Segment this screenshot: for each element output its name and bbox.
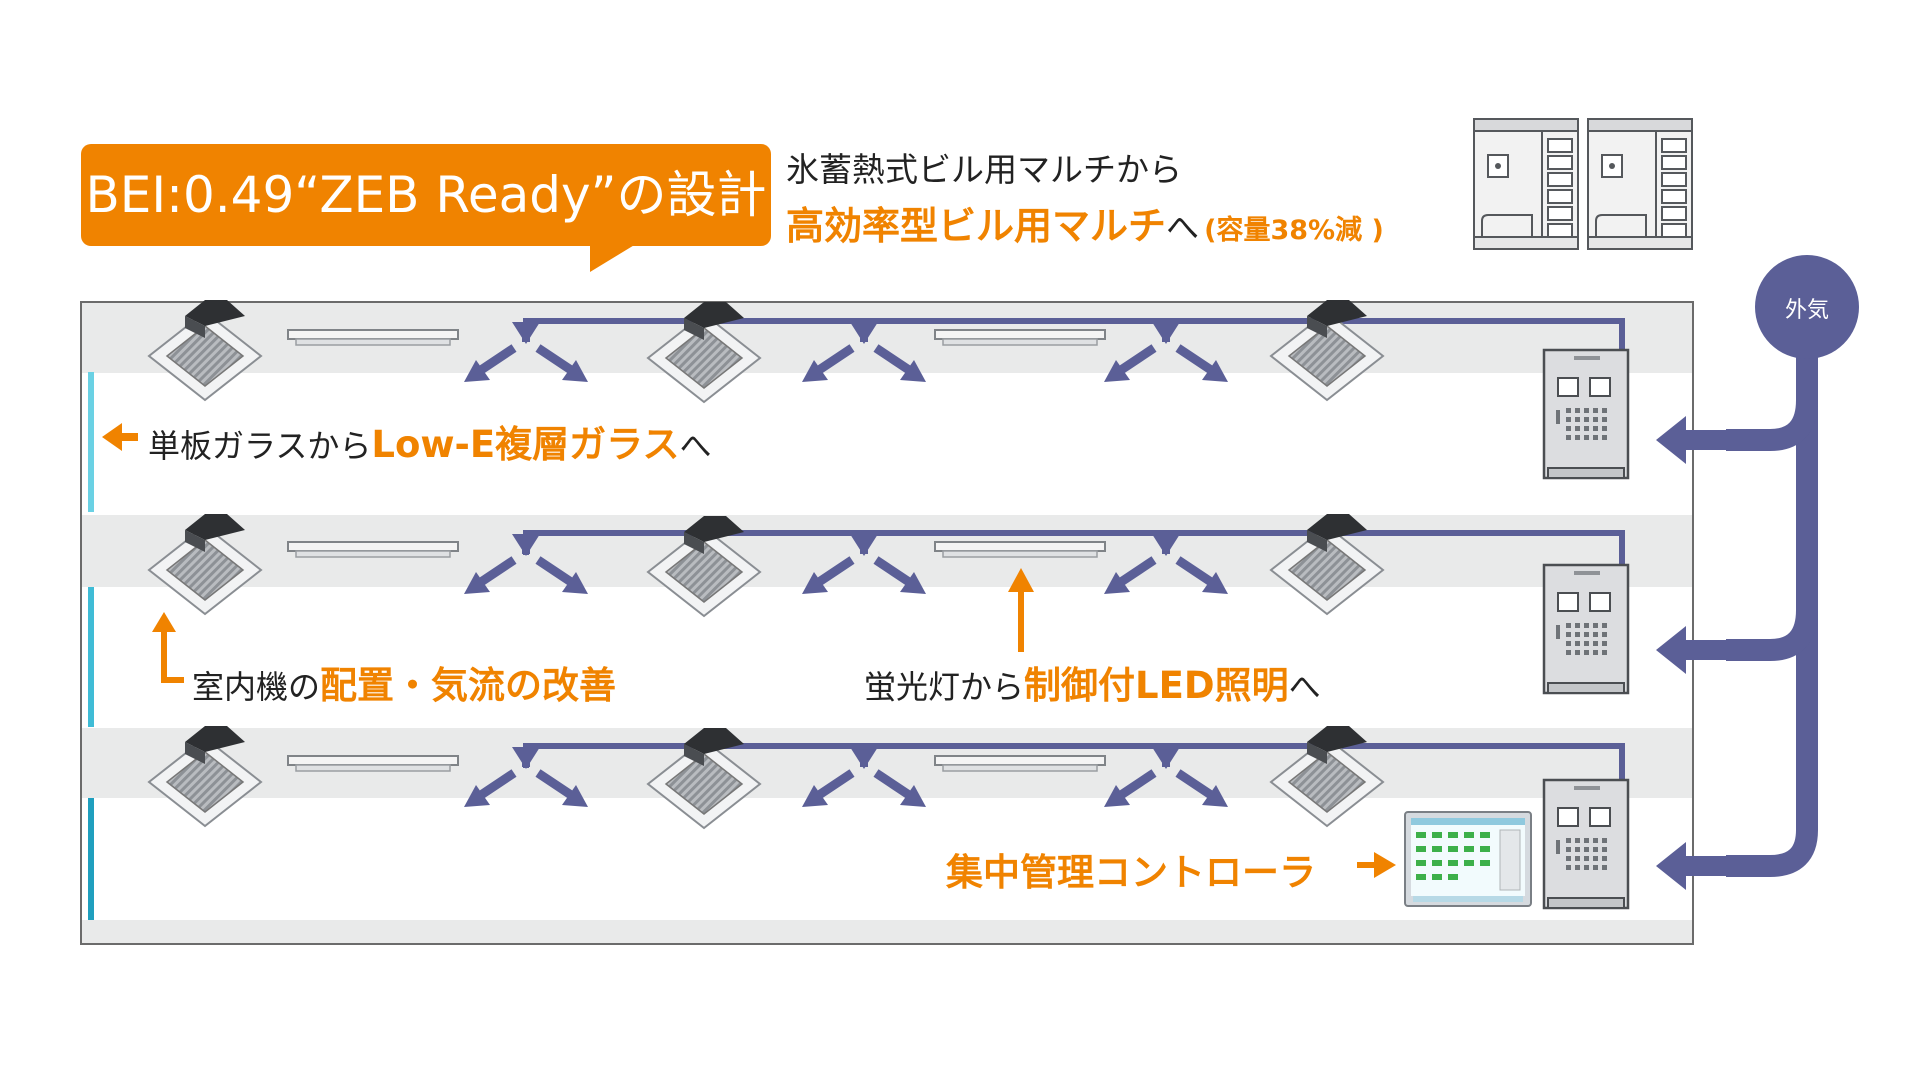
floor-1-light-2 xyxy=(934,755,1106,772)
glass-label: 単板ガラスからLow-E複層ガラスへ xyxy=(148,414,711,468)
top-note-line2: 高効率型ビル用マルチへ (容量38%減 ) xyxy=(786,195,1384,250)
glass-label-plain: 単板ガラスから xyxy=(148,427,372,465)
callout-tail xyxy=(590,244,636,272)
floor-2-light-2 xyxy=(934,541,1106,558)
floor-2-air-handler xyxy=(1542,563,1630,695)
floor-1-light-1 xyxy=(287,755,459,772)
ground-band xyxy=(82,920,1692,943)
led-label-plain: 蛍光灯から xyxy=(864,668,1025,706)
glass-label-highlight: Low-E複層ガラス xyxy=(371,423,680,466)
led-arrow xyxy=(1008,568,1034,652)
outdoor-air-label: 外気 xyxy=(1784,298,1829,323)
indoor-unit-label-highlight: 配置・気流の改善 xyxy=(320,664,617,707)
floor-1-window-edge xyxy=(88,798,94,920)
floor-1-air-handler xyxy=(1542,778,1630,910)
floor-3-window-edge xyxy=(88,372,94,512)
floor-2-light-1 xyxy=(287,541,459,558)
glass-arrow xyxy=(102,423,138,451)
indoor-unit-label: 室内機の配置・気流の改善 xyxy=(192,655,616,709)
floor-3-air-handler xyxy=(1542,348,1630,480)
top-note-line1: 氷蓄熱式ビル用マルチから xyxy=(786,150,1182,189)
floor-3-light-2 xyxy=(934,329,1106,346)
controller-label: 集中管理コントローラ xyxy=(946,842,1316,896)
outdoor-air-node xyxy=(1755,255,1859,359)
led-label: 蛍光灯から制御付LED照明へ xyxy=(864,655,1321,709)
outdoor-air-duct xyxy=(1726,340,1818,877)
outdoor-unit-2 xyxy=(1587,118,1693,250)
led-label-suffix: へ xyxy=(1288,668,1321,706)
top-note-capacity: (容量38%減 ) xyxy=(1204,215,1384,246)
bei-callout-label: BEI:0.49“ZEB Ready”の設計 xyxy=(85,166,767,224)
indoor-unit-arrow xyxy=(152,612,184,683)
outdoor-unit-1 xyxy=(1473,118,1579,250)
floor-2-window-edge xyxy=(88,587,94,727)
indoor-unit-label-plain: 室内機の xyxy=(192,668,321,706)
controller-arrow xyxy=(1357,852,1396,878)
floor-3-light-1 xyxy=(287,329,459,346)
glass-label-suffix: へ xyxy=(679,427,712,465)
led-label-highlight: 制御付LED照明 xyxy=(1024,664,1289,707)
top-note-suffix: へ xyxy=(1166,208,1200,247)
central-controller-screen xyxy=(1404,811,1532,907)
bei-callout: BEI:0.49“ZEB Ready”の設計 xyxy=(81,144,771,246)
top-note-highlight: 高効率型ビル用マルチ xyxy=(786,204,1167,248)
controller-label-highlight: 集中管理コントローラ xyxy=(946,851,1316,894)
